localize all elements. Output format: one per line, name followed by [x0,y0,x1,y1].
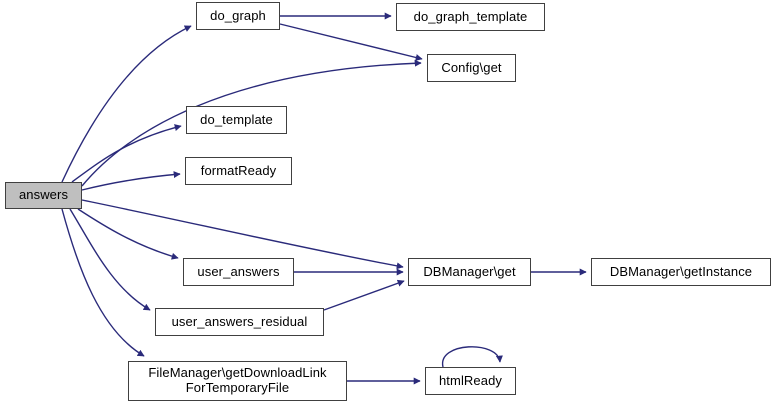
node-label-user_answers: user_answers [197,263,280,279]
node-formatReady[interactable]: formatReady [185,157,292,185]
node-do_graph_template[interactable]: do_graph_template [396,3,545,31]
edge-do-graph-to-config-get [279,23,423,61]
node-label-do_template: do_template [200,111,273,127]
node-label-dbmanager_getinst: DBManager\getInstance [609,263,753,279]
node-label-do_graph: do_graph [210,7,266,23]
node-label-filemanager: FileManager\getDownloadLink ForTemporary… [148,365,327,395]
edge-answers-to-user-answers-residual [69,208,151,311]
node-label-do_graph_template: do_graph_template [413,8,528,24]
node-dbmanager_getinst[interactable]: DBManager\getInstance [591,258,771,286]
node-dbmanager_get[interactable]: DBManager\get [408,258,531,286]
edge-htmlready-self-loop [442,346,503,368]
node-htmlReady[interactable]: htmlReady [425,367,516,395]
node-label-config_get: Config\get [441,59,502,75]
node-label-htmlReady: htmlReady [438,372,503,388]
edge-answers-to-dbmanager-get [81,199,404,270]
edge-user-answers-residual-to-dbmanager-get [323,279,405,311]
node-label-user_answers_res: user_answers_residual [171,313,308,329]
node-user_answers[interactable]: user_answers [183,258,294,286]
edge-answers-to-do-graph [61,25,192,183]
node-do_graph[interactable]: do_graph [196,2,280,30]
node-label-answers: answers [18,187,69,203]
node-filemanager[interactable]: FileManager\getDownloadLink ForTemporary… [128,361,347,401]
node-label-dbmanager_get: DBManager\get [423,263,516,279]
edge-answers-to-filemanager [61,208,145,357]
node-user_answers_res[interactable]: user_answers_residual [155,308,324,336]
node-answers[interactable]: answers [5,182,82,209]
edge-answers-to-user-answers [77,208,179,260]
node-config_get[interactable]: Config\get [427,54,516,82]
node-label-formatReady: formatReady [200,162,277,178]
edge-answers-to-format-ready [81,171,181,191]
node-do_template[interactable]: do_template [186,106,287,134]
edge-answers-to-do-template [71,124,182,183]
